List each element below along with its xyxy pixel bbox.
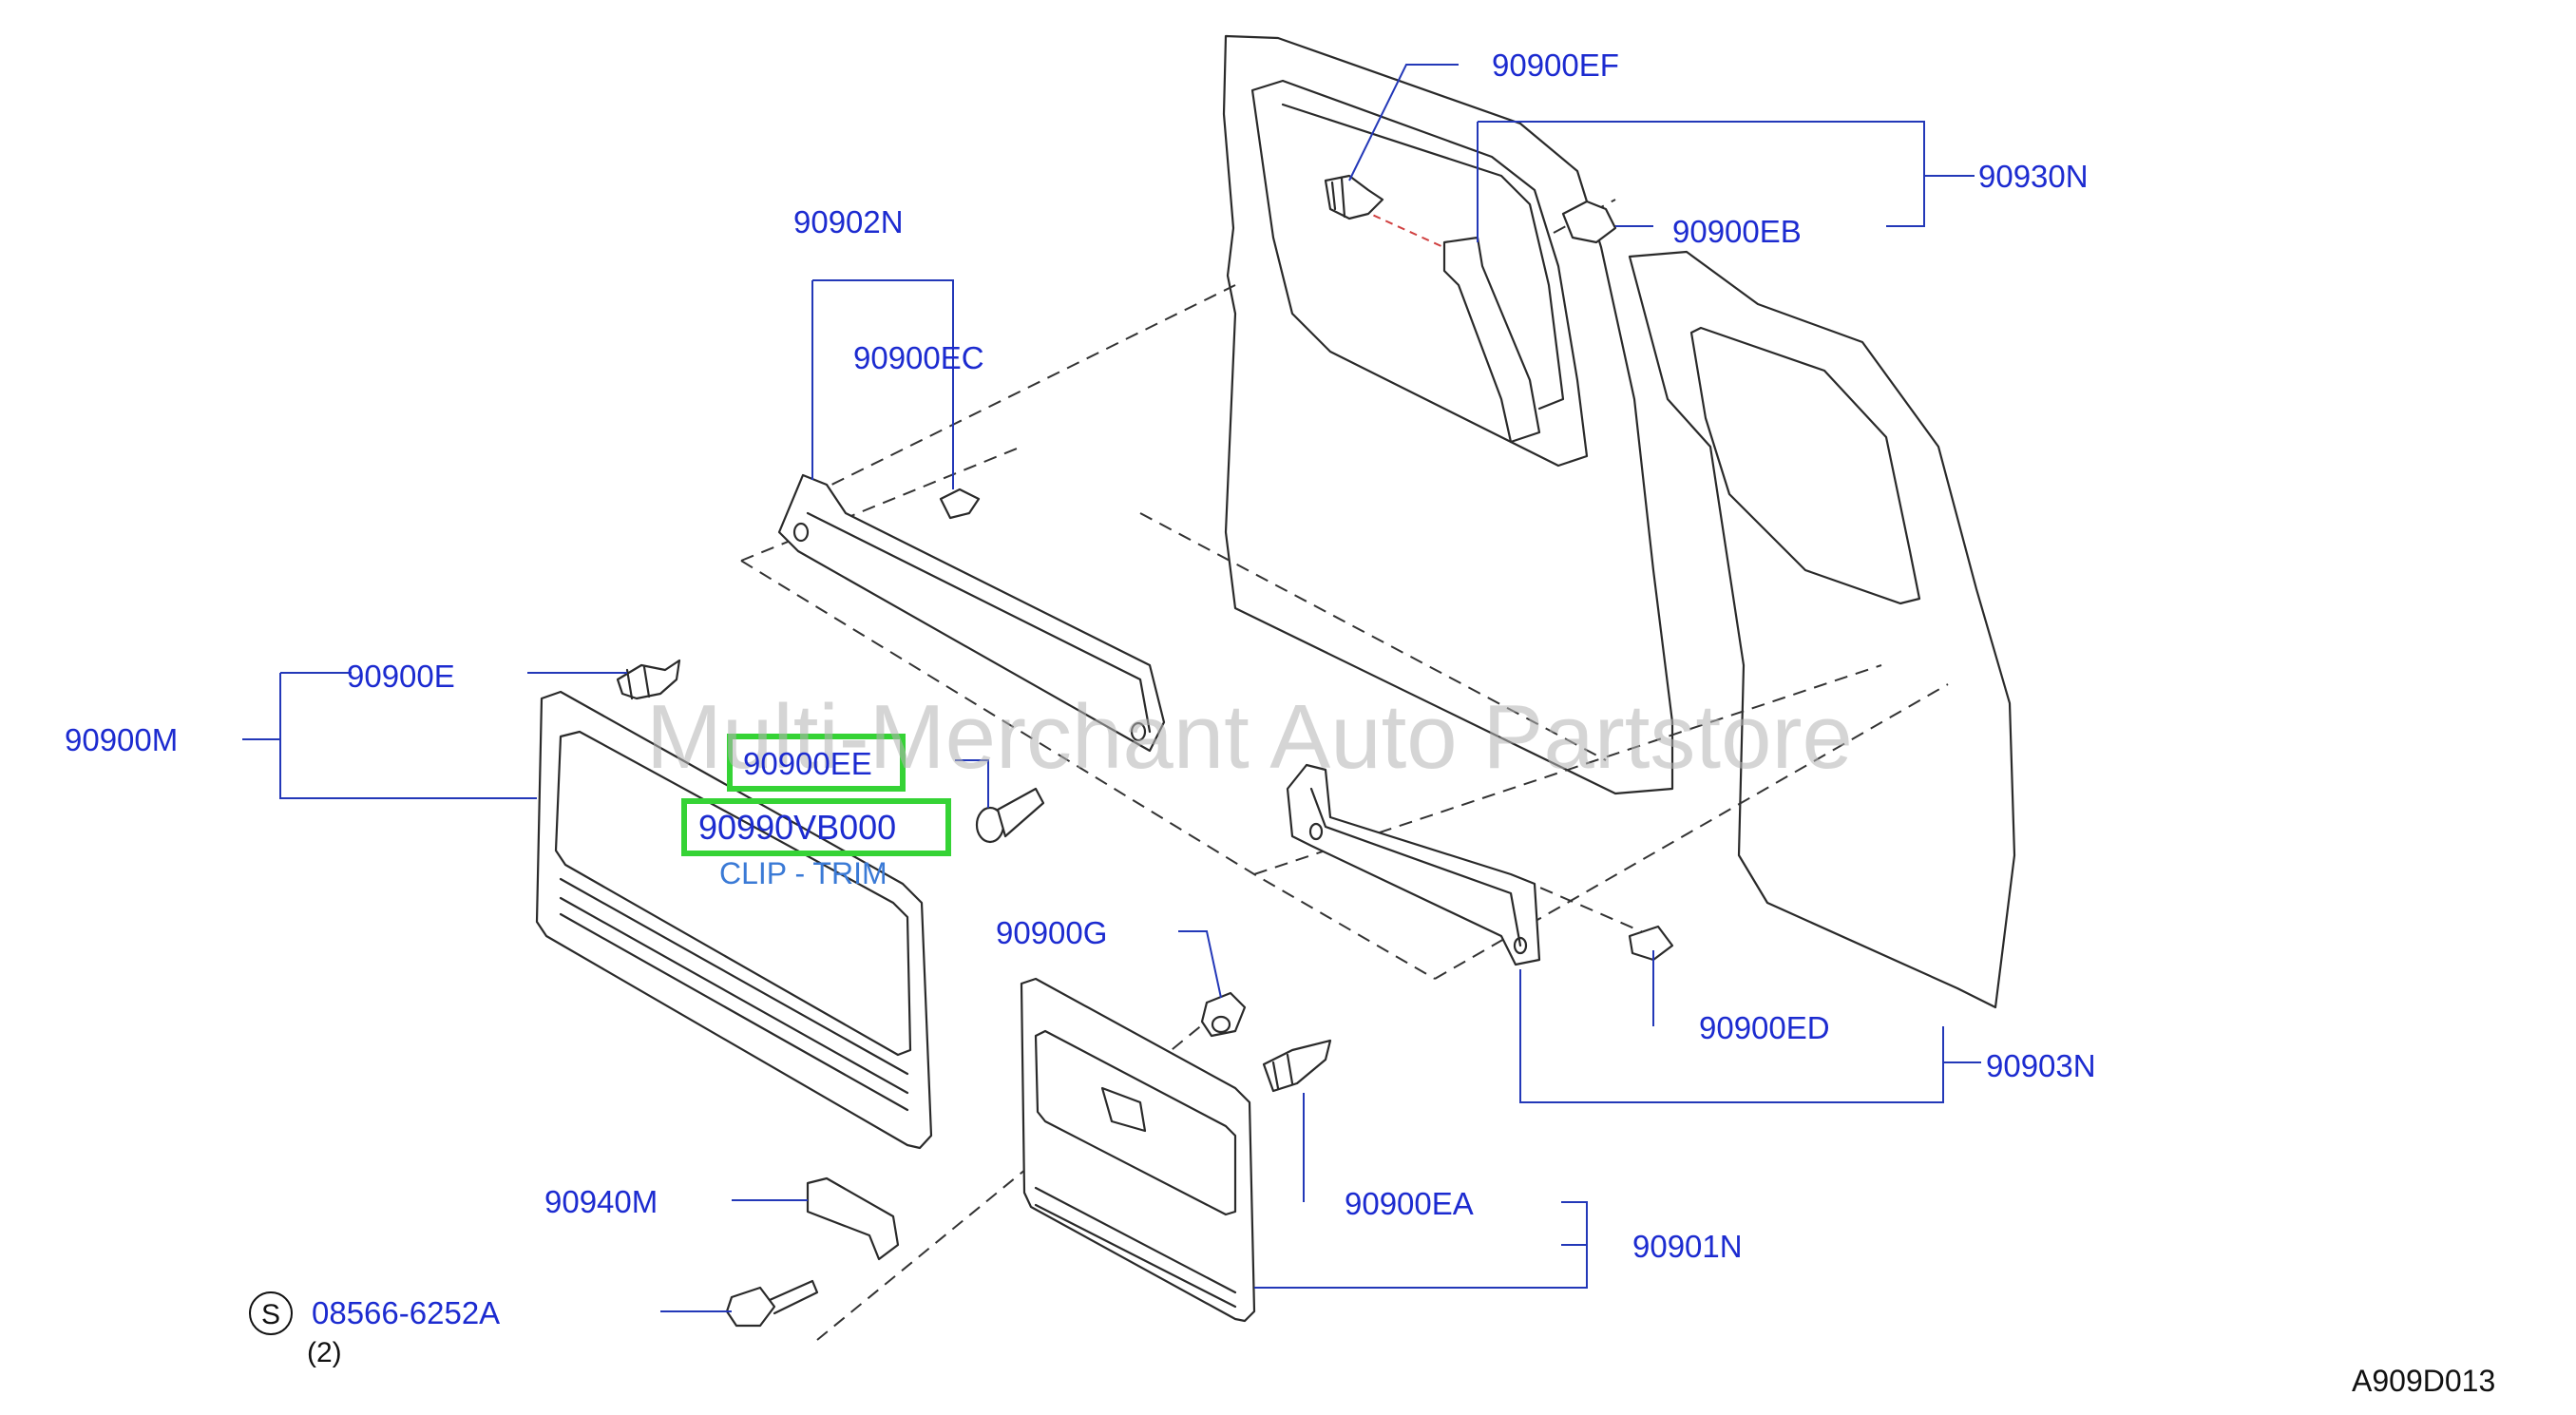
pull-strap-90930N <box>1442 236 1541 444</box>
door-frame <box>1628 250 2016 1009</box>
clip-90900EA <box>1262 1039 1332 1093</box>
bracket-90940M <box>806 1176 900 1261</box>
s-symbol-circle <box>249 1291 293 1335</box>
label-90903N[interactable]: 90903N <box>1986 1048 2096 1083</box>
clip-90900EB <box>1561 200 1617 244</box>
label-90900EB[interactable]: 90900EB <box>1672 214 1802 249</box>
label-90900G[interactable]: 90900G <box>996 915 1107 950</box>
clip-90900G <box>1200 991 1247 1038</box>
label-90990VB000[interactable]: 90990VB000 <box>698 808 896 847</box>
label-90940M[interactable]: 90940M <box>544 1184 658 1219</box>
lower-trim-90903N <box>1286 763 1541 966</box>
highlight-box-90900EE <box>727 734 906 792</box>
label-90900M[interactable]: 90900M <box>65 722 178 757</box>
label-90900EC[interactable]: 90900EC <box>853 340 984 375</box>
label-90930N[interactable]: 90930N <box>1978 159 2089 194</box>
highlight-box-90990VB000 <box>681 798 951 856</box>
trim-panel-90901N <box>1020 977 1256 1323</box>
label-90902N[interactable]: 90902N <box>793 204 904 239</box>
label-90900EE[interactable]: 90900EE <box>743 746 872 781</box>
back-door-panel <box>1222 34 1674 795</box>
label-90900EF[interactable]: 90900EF <box>1492 48 1619 83</box>
clip-90900EF <box>1324 174 1384 220</box>
upper-trim-90902N <box>777 473 1166 753</box>
label-qty: (2) <box>307 1337 342 1368</box>
watermark: Multi-Merchant Auto Partstore <box>646 686 1853 788</box>
clip-90900ED <box>1628 925 1674 962</box>
leader-lines <box>242 64 1981 1312</box>
label-90900ED[interactable]: 90900ED <box>1699 1010 1830 1045</box>
s-symbol-text: S <box>261 1299 280 1330</box>
label-90900E[interactable]: 90900E <box>347 659 455 694</box>
clip-90900EC <box>939 488 981 520</box>
screw-08566-6252A <box>725 1279 819 1328</box>
label-90901N[interactable]: 90901N <box>1632 1229 1743 1264</box>
clip-90900EE <box>975 787 1045 844</box>
label-90900EA[interactable]: 90900EA <box>1345 1186 1474 1221</box>
diagram-code: A909D013 <box>2352 1364 2495 1398</box>
label-08566-6252A[interactable]: 08566-6252A <box>312 1295 500 1330</box>
clip-90900E <box>616 659 681 700</box>
label-clip-trim: CLIP - TRIM <box>719 856 887 890</box>
